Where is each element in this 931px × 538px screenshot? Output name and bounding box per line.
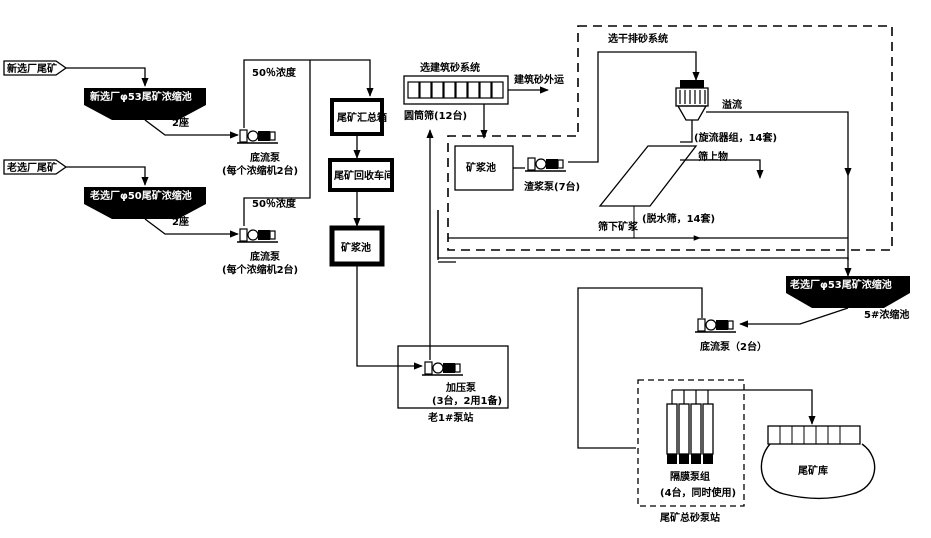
- building-sand-export-label: 建筑砂外运: [513, 73, 564, 86]
- old-phi53-thickener: 老选厂φ53尾矿浓缩池 5#浓缩池: [786, 276, 910, 321]
- old-phi50-thickener: 老选厂φ50尾矿浓缩池 2座: [84, 187, 206, 228]
- diaphragm-pump-group-spec: (4台，同时使用): [660, 486, 736, 499]
- tailings-sand-pump-station-label: 尾矿总砂泵站: [660, 511, 720, 524]
- tailings-reservoir-label: 尾矿库: [798, 464, 828, 477]
- cyclone-group: [675, 80, 709, 130]
- old-phi50-thickener-count: 2座: [172, 215, 189, 228]
- booster-pump-label: 加压泵: [445, 381, 477, 394]
- old-no1-pump-station: 加压泵 (3台，2用1备) 老1#泵站: [397, 345, 509, 424]
- overflow-label: 溢流: [722, 98, 742, 111]
- drum-screen-label: 圆筒筛(12台): [404, 109, 467, 122]
- old-plant-tailings-label: 老选厂尾矿: [6, 161, 57, 174]
- underflow-pump-right-label: 底流泵（2台）: [700, 340, 767, 353]
- diaphragm-pump-group: [666, 390, 714, 464]
- dry-sand-system-boundary: [447, 25, 893, 251]
- tailings-collection-box-label: 尾矿汇总箱: [337, 111, 387, 124]
- slurry-pump: [524, 157, 567, 172]
- new-thickener-count: 2座: [172, 116, 189, 129]
- tailings-reservoir: 尾矿库: [760, 425, 876, 500]
- old-phi53-thickener-label: 老选厂φ53尾矿浓缩池: [789, 278, 892, 291]
- new-thickener: 新选厂φ53尾矿浓缩池 2座: [84, 88, 206, 129]
- slurry-pool-small: 矿浆池: [454, 145, 514, 191]
- booster-pump: [421, 361, 464, 376]
- concentration-top-label: 50％浓度: [252, 66, 297, 79]
- underflow-pump-right: [694, 318, 737, 333]
- slurry-pool-main: 矿浆池: [329, 225, 385, 267]
- old-phi50-thickener-label: 老选厂φ50尾矿浓缩池: [89, 189, 192, 202]
- diaphragm-pump-group-label: 隔膜泵组: [670, 470, 710, 483]
- new-thickener-label: 新选厂φ53尾矿浓缩池: [90, 90, 192, 103]
- slurry-pump-label: 渣浆泵(7台): [524, 180, 580, 193]
- old-plant-tailings-source: 老选厂尾矿: [3, 159, 68, 175]
- dewatering-screen-label: (脱水筛，14套): [642, 212, 715, 225]
- screen-oversize-label: 筛上物: [698, 150, 728, 163]
- dry-sand-system-label: 选干排砂系统: [608, 32, 668, 45]
- underflow-pump-bottom: [236, 228, 279, 243]
- slurry-pool-main-label: 矿浆池: [341, 241, 371, 254]
- new-plant-tailings-source: 新选厂尾矿: [3, 60, 68, 76]
- screen-undersize-label: 筛下矿浆: [598, 220, 639, 233]
- underflow-pump-top: [236, 129, 279, 144]
- tailings-collection-box: 尾矿汇总箱: [330, 98, 387, 136]
- no5-thickener-label: 5#浓缩池: [864, 308, 909, 321]
- tailings-recovery-workshop-label: 尾矿回收车间: [334, 169, 394, 182]
- drum-screen-bank: [403, 75, 509, 105]
- underflow-pump-bottom-label: 底流泵: [250, 250, 281, 263]
- underflow-pump-bottom-spec: (每个浓缩机2台): [222, 263, 298, 276]
- underflow-pump-top-spec: (每个浓缩机2台): [222, 164, 298, 177]
- tailings-sand-pump-station: 隔膜泵组 (4台，同时使用): [637, 379, 816, 507]
- new-plant-tailings-label: 新选厂尾矿: [7, 62, 57, 75]
- building-sand-system-label: 选建筑砂系统: [420, 61, 480, 74]
- underflow-pump-top-label: 底流泵: [250, 151, 281, 164]
- cyclone-group-label: (旋流器组，14套): [694, 131, 777, 144]
- booster-pump-spec: (3台，2用1备): [432, 394, 502, 407]
- old-no1-pump-station-label: 老1#泵站: [427, 411, 473, 424]
- dewatering-screen: [598, 145, 698, 207]
- concentration-bottom-label: 50％浓度: [252, 197, 297, 210]
- tailings-recovery-workshop: 尾矿回收车间: [328, 158, 394, 192]
- slurry-pool-small-label: 矿浆池: [466, 161, 496, 174]
